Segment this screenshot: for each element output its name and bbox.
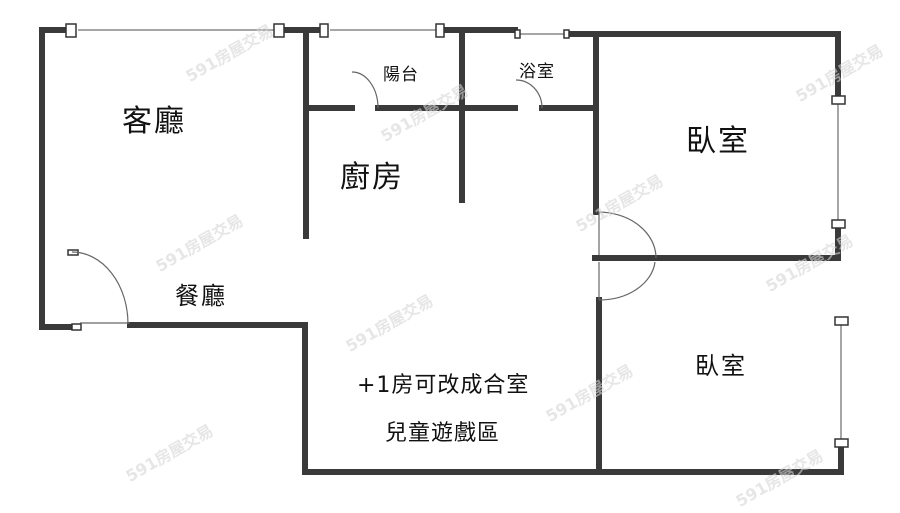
door-swing-dining	[71, 251, 129, 325]
room-label-kitchen: 廚房	[340, 160, 404, 195]
room-label-bedroom2: 臥室	[695, 352, 747, 380]
room-label-living: 客廳	[122, 104, 186, 139]
room-label-extra-line1: +1房可改成合室	[357, 373, 530, 398]
door-swing-bathroom	[515, 79, 543, 109]
room-label-bedroom1: 臥室	[686, 124, 750, 159]
window-frame	[65, 23, 77, 38]
door-swing-bedroom2	[598, 261, 656, 301]
door-swing-bedroom1	[597, 211, 657, 259]
wall-left	[39, 27, 75, 330]
room-label-extra-line2: 兒童遊戲區	[385, 421, 501, 446]
door-swing-balcony	[351, 71, 379, 109]
room-label-balcony: 陽台	[383, 65, 419, 85]
room-label-dining: 餐廳	[175, 282, 227, 310]
room-label-bathroom: 浴室	[519, 62, 555, 82]
